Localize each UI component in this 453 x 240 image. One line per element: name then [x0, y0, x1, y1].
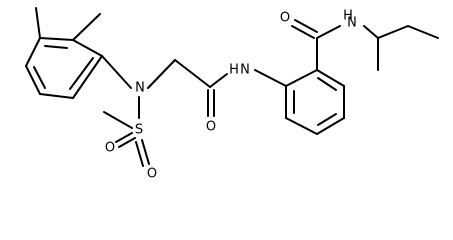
bond-lines: [25, 7, 439, 167]
atom-n-amide-mid: N: [240, 63, 250, 78]
atom-n-amide-top: N: [347, 16, 357, 31]
atom-o-amide-top: O: [280, 11, 290, 26]
atom-h-amide-mid: H: [229, 63, 239, 78]
atom-h-amide-top: H: [343, 9, 353, 24]
atom-o-sulfonyl-left: O: [105, 141, 115, 156]
atom-o-amide-mid: O: [206, 120, 216, 135]
atom-labels: O H N H N O N S O O: [105, 9, 357, 182]
atom-o-sulfonyl-bottom: O: [147, 167, 157, 182]
atom-n-sulfonamide: N: [135, 81, 145, 96]
atom-s-sulfonyl: S: [135, 123, 143, 138]
chemical-structure-diagram: O H N H N O N S O O: [25, 7, 439, 182]
